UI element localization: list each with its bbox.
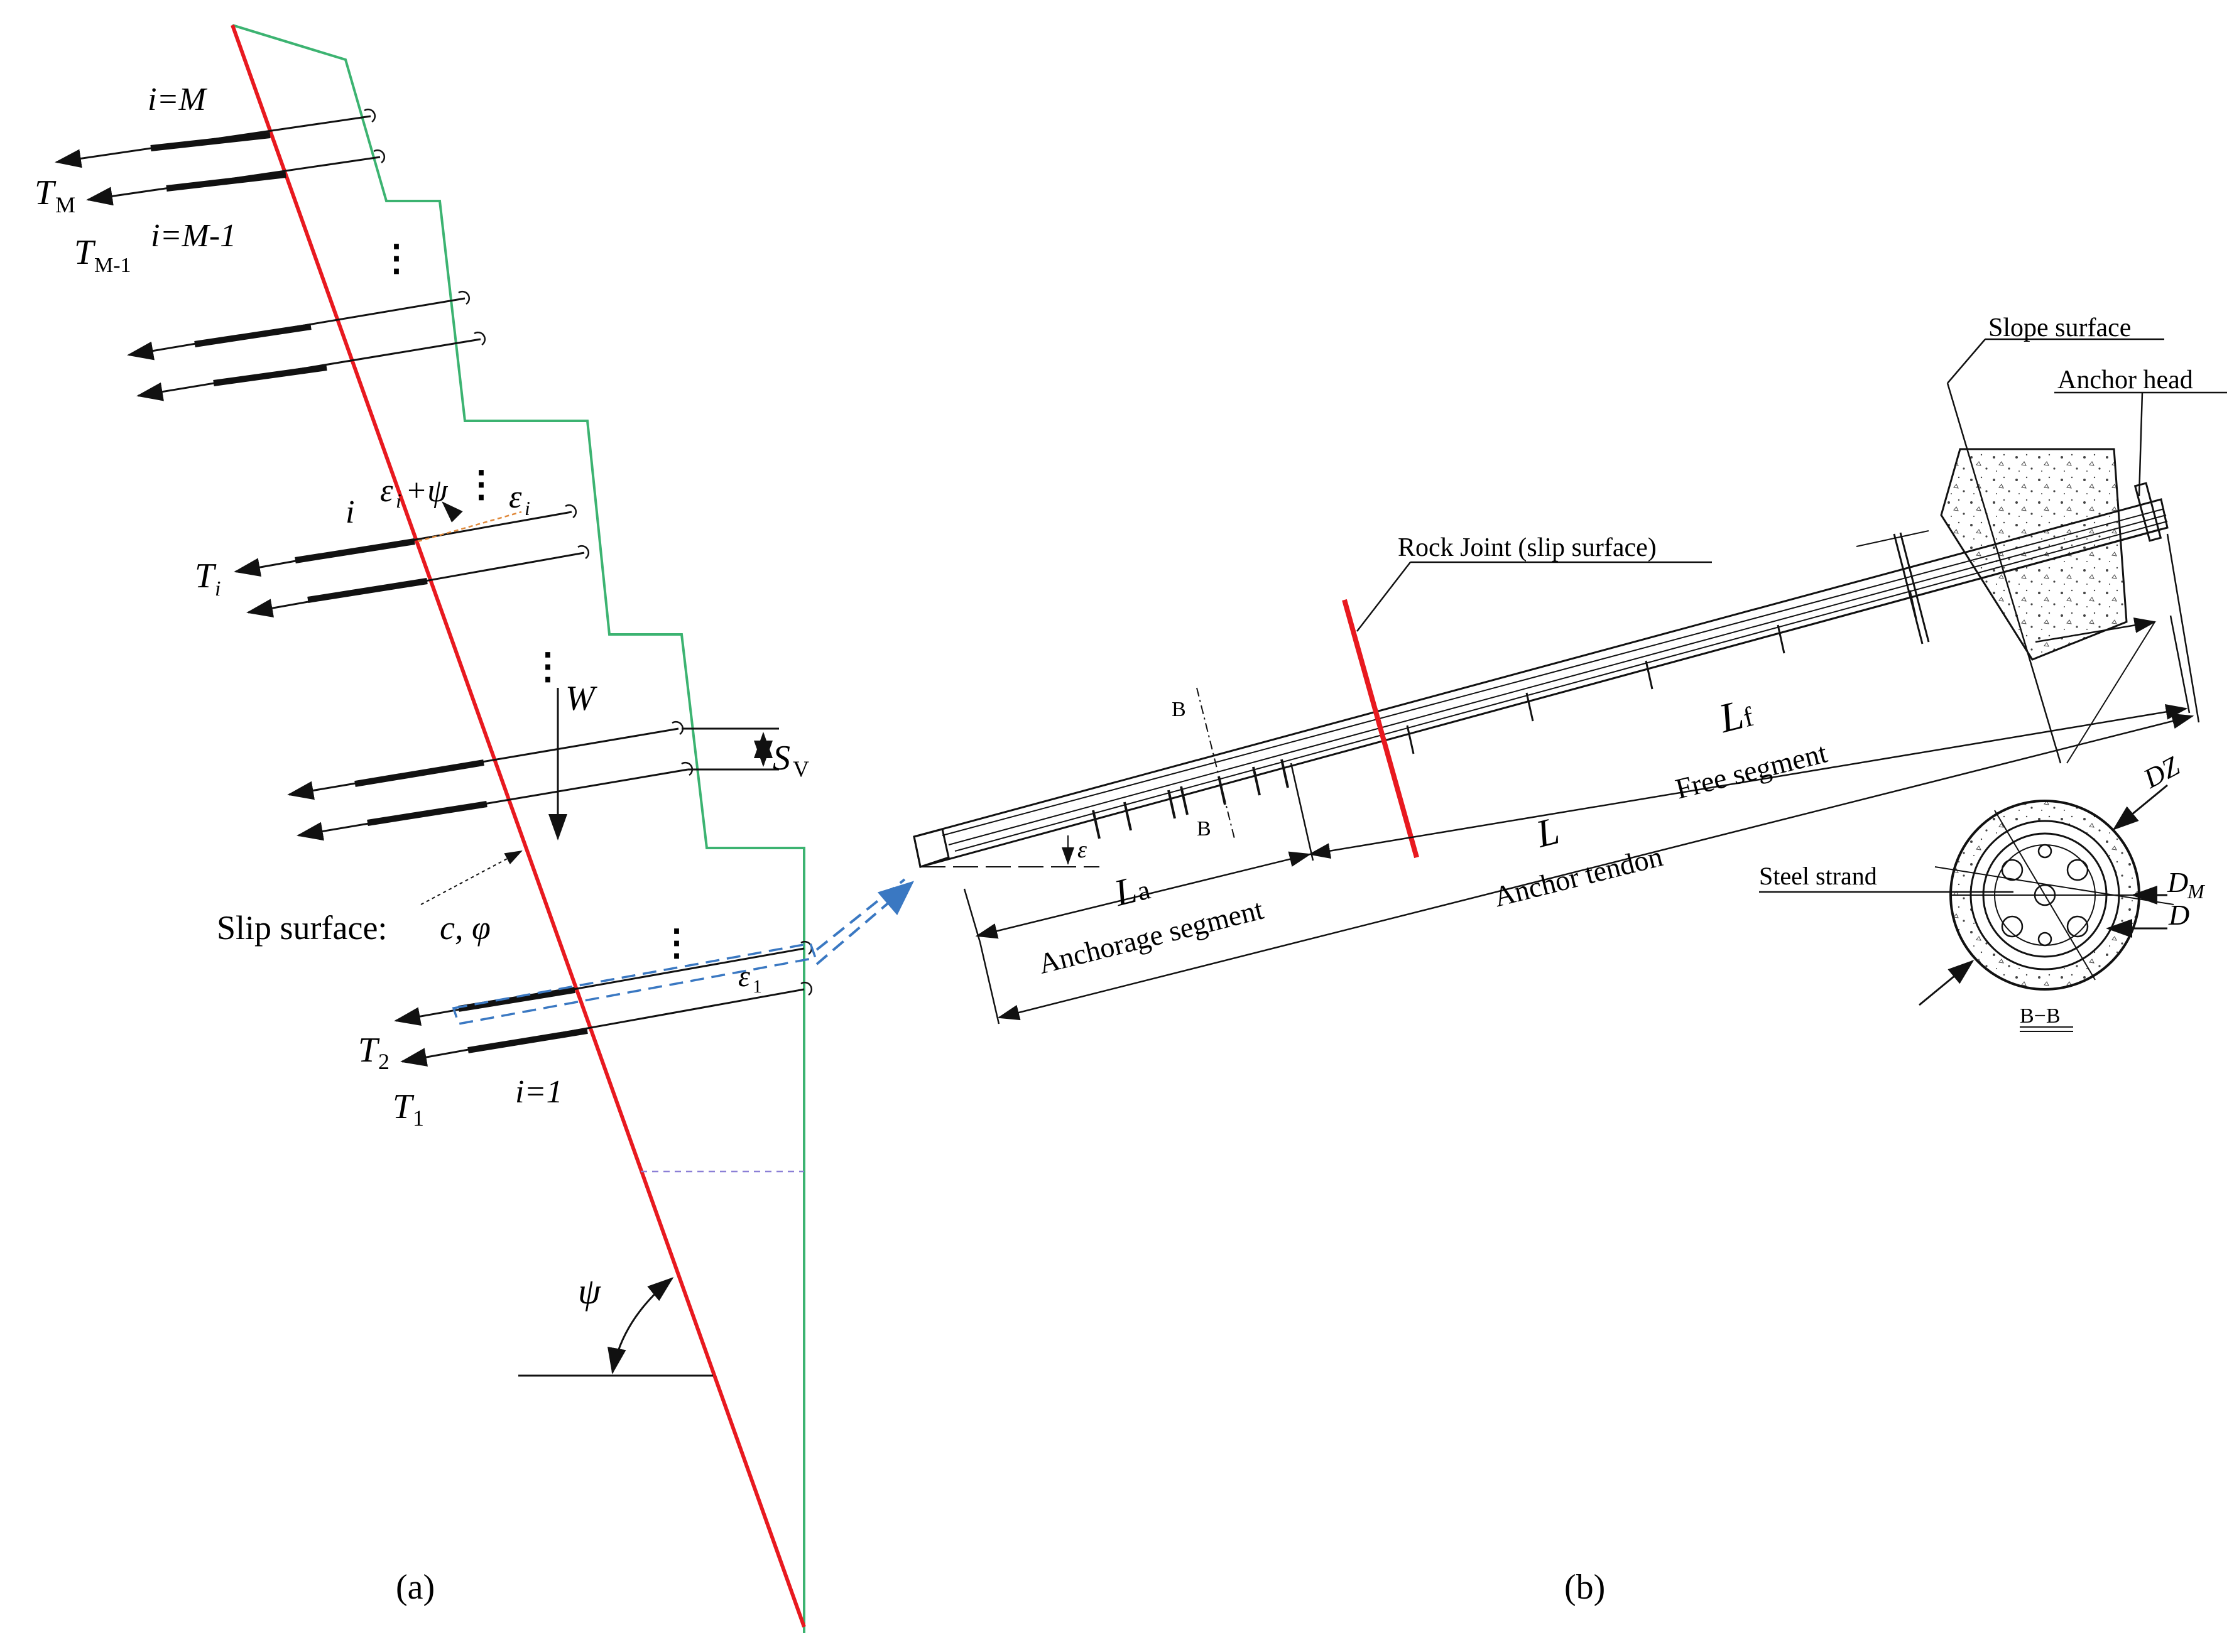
label-W: W: [565, 679, 597, 718]
label-eps-psi-rest: +ψ: [405, 473, 449, 509]
label-DM-sub: M: [2187, 880, 2206, 903]
label-T-i-sub: i: [215, 577, 221, 600]
label-i-M1: i=M-1: [151, 218, 236, 254]
ellipsis-2: ⋮: [463, 464, 499, 504]
label-eps-i: ε: [509, 479, 522, 515]
label-T-M1-sub: M-1: [94, 254, 131, 277]
anchorage-segment-text: Anchorage segment: [1035, 893, 1267, 980]
DZ-arrow-2: [1919, 960, 1975, 1006]
slip-pointer: [420, 850, 523, 905]
label-D: D: [2168, 899, 2189, 931]
caption-a: (a): [396, 1568, 435, 1607]
label-L: L: [1532, 809, 1564, 856]
label-Sv-sub: V: [793, 756, 809, 781]
eps-psi-arrow: [442, 501, 463, 523]
label-T1-sub: 1: [413, 1106, 424, 1131]
label-eps-1-sub: 1: [753, 976, 762, 997]
rock-joint-leader: [1356, 562, 1411, 632]
ellipsis-4: ⋮: [658, 922, 695, 963]
label-eps-psi-sub: i: [396, 489, 401, 512]
label-i-M: i=M: [148, 82, 208, 117]
zoom-box: [452, 942, 817, 1026]
concrete-block: [1940, 448, 2128, 661]
label-T-M: T: [35, 173, 57, 212]
label-psi: ψ: [578, 1271, 601, 1312]
slope-surface-leader: [1947, 339, 1986, 384]
anchor-head-text: Anchor head: [2057, 366, 2193, 394]
label-eps-1: ε: [738, 960, 750, 993]
zoom-arrow-2: [815, 881, 915, 965]
anchor-tendon-text: Anchor tendon: [1491, 840, 1666, 913]
label-i-1: i=1: [515, 1074, 563, 1110]
psi-arc: [607, 1277, 674, 1374]
label-eps-psi: ε: [380, 473, 393, 509]
free-segment-text: Free segment: [1672, 736, 1831, 805]
label-i: i: [346, 494, 354, 530]
panel-a: i=M T M T M-1 i=M-1 ⋮ ⋮ ⋮ ⋮ i ε i +ψ ε i…: [35, 24, 915, 1633]
ellipsis-3: ⋮: [530, 646, 566, 687]
panel-b: B B ε L a: [913, 313, 2227, 1607]
slope-surface-text: Slope surface: [1988, 313, 2131, 342]
label-eps: ε: [1077, 837, 1087, 863]
label-La: L: [1110, 869, 1141, 914]
label-DZ: DZ: [2138, 750, 2184, 794]
slip-surface-text: Slip surface:: [217, 909, 387, 947]
label-T2-sub: 2: [378, 1049, 390, 1074]
label-B2: B: [1197, 817, 1211, 840]
slope-surface-line: [1946, 383, 2062, 764]
label-DM: D: [2167, 866, 2188, 898]
anchor-group: [55, 108, 813, 1067]
section-B-B: [1934, 800, 2174, 991]
label-T-M1: T: [74, 233, 96, 272]
DZ-arrow: [2112, 784, 2168, 830]
label-B1: B: [1172, 698, 1186, 721]
dimension-lines: [963, 533, 2200, 1024]
rock-joint-text: Rock Joint (slip surface): [1398, 533, 1657, 562]
ellipsis-1: ⋮: [378, 237, 415, 278]
zoom-arrow-1: [815, 878, 906, 951]
slip-surface-line: [231, 24, 806, 1628]
label-Sv: S: [773, 739, 790, 778]
section-label: B−B: [2020, 1004, 2061, 1028]
eps-psi-dashed: [417, 511, 522, 543]
label-T-M-sub: M: [55, 192, 75, 217]
label-eps-i-sub: i: [525, 497, 530, 519]
anchor-plate: [2133, 482, 2162, 542]
label-T2: T: [358, 1031, 380, 1070]
steel-strand-text: Steel strand: [1759, 862, 1877, 890]
section-B-line: [1196, 687, 1235, 839]
slope-profile: [232, 24, 805, 1633]
anchor-head-leader: [2138, 392, 2144, 497]
label-T-i: T: [195, 557, 217, 595]
slip-surface-params: c, φ: [440, 909, 491, 947]
caption-b: (b): [1564, 1568, 1605, 1607]
label-T1: T: [393, 1087, 415, 1126]
